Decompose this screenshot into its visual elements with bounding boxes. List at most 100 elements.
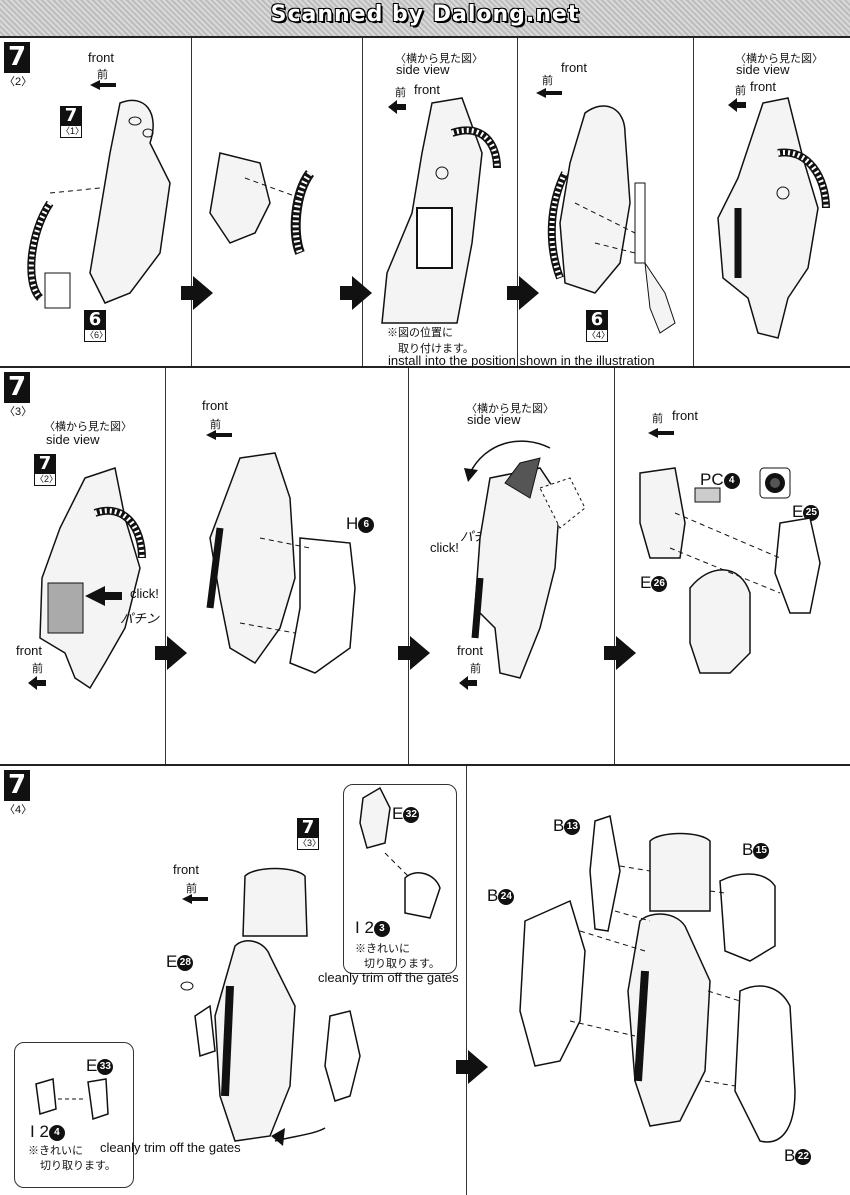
side-view-jp-label: 〈横から見た図〉 (735, 53, 823, 65)
leg-side-click-drawing (39, 467, 146, 690)
rotate-arrow-icon (464, 440, 551, 482)
side-view-jp-label: 〈横から見た図〉 (395, 53, 483, 65)
mae-label: 前 (542, 75, 553, 87)
front-arrow-icon (648, 428, 674, 438)
step-sub: 〈3〉 (4, 402, 32, 419)
armor-assembly-drawing (519, 815, 796, 1143)
click-label: click! (130, 586, 159, 601)
side-view-label: side view (46, 432, 100, 447)
click-label: click! (430, 540, 459, 555)
front-label: front (672, 408, 699, 423)
front-label: front (88, 50, 115, 65)
leg-piston-drawing (547, 105, 676, 334)
ref-step-6-6: 6〈6〉 (84, 309, 109, 342)
leg-frame-drawing (27, 99, 171, 309)
front-arrow-icon (536, 88, 562, 98)
mae-label: 前 (470, 663, 481, 675)
front-arrow-icon (90, 80, 116, 90)
banner-text: Scanned by Dalong.net (270, 2, 580, 27)
knee-rotation-drawing (471, 457, 586, 679)
front-arrow-icon (182, 894, 208, 904)
front-label: front (561, 60, 588, 75)
polycap-icon (759, 467, 791, 499)
front-label: front (457, 643, 484, 658)
front-arrow-icon (206, 430, 232, 440)
next-arrow-icon (398, 636, 430, 670)
divider (517, 38, 518, 366)
ref-step-7-1: 7〈1〉 (60, 105, 85, 138)
front-label: front (414, 82, 441, 97)
divider (693, 38, 694, 366)
side-view-drawing (381, 97, 501, 324)
note-trim-en: cleanly trim off the gates (318, 970, 459, 985)
side-view-jp-label: 〈横から見た図〉 (44, 421, 132, 433)
mae-label: 前 (395, 87, 406, 99)
next-arrow-icon (181, 276, 213, 310)
note-trim-jp-2: 切り取ります。 (364, 958, 440, 970)
front-arrow-icon (728, 98, 746, 112)
mae-label: 前 (652, 413, 663, 425)
divider (165, 368, 166, 764)
step-number: 7 (4, 42, 30, 72)
note-trim-jp-1: ※きれいに (28, 1145, 83, 1157)
gate-trim-parts-drawing (359, 786, 441, 919)
mae-label: 前 (97, 69, 108, 81)
ref-step-7-2: 7〈2〉 (34, 453, 59, 486)
divider (408, 368, 409, 764)
lower-leg-drawing (180, 867, 361, 1146)
step-sub: 〈2〉 (4, 72, 32, 89)
side-view-jp-label: 〈横から見た図〉 (466, 403, 554, 415)
step-badge: 7 〈2〉 (4, 42, 32, 89)
small-parts-drawing (35, 1078, 109, 1120)
step-badge: 7 〈3〉 (4, 372, 32, 419)
front-label: front (750, 79, 777, 94)
step-badge: 7 〈4〉 (4, 770, 32, 817)
note-position-jp-2: 取り付けます。 (398, 343, 474, 355)
mae-label: 前 (210, 419, 221, 431)
ref-step-6-4: 6〈4〉 (586, 309, 611, 342)
pachin-label: パチン (120, 611, 160, 626)
front-arrow-icon (388, 100, 406, 114)
note-trim-en: cleanly trim off the gates (100, 1140, 241, 1155)
side-view-label: side view (467, 412, 521, 427)
note-trim-jp-1: ※きれいに (355, 943, 410, 955)
scan-banner: Scanned by Dalong.net (0, 0, 850, 38)
divider (362, 38, 363, 366)
front-label: front (173, 862, 200, 877)
side-view-assembled-drawing (717, 97, 830, 339)
divider (191, 38, 192, 366)
mae-label: 前 (735, 85, 746, 97)
front-label: front (16, 643, 43, 658)
frame-outer-shell-drawing (206, 452, 356, 674)
mae-label: 前 (32, 663, 43, 675)
next-arrow-icon (456, 1050, 488, 1084)
next-arrow-icon (340, 276, 372, 310)
step-sub: 〈4〉 (4, 800, 32, 817)
section-step-7-2: 7 〈2〉 front 前 7〈1〉 6〈6〉 〈横から見た図〉 side vi… (0, 38, 850, 368)
mae-label: 前 (186, 883, 197, 895)
ref-step-7-3: 7〈3〉 (297, 817, 322, 850)
knee-parts-drawing (639, 467, 821, 674)
next-arrow-icon (155, 636, 187, 670)
step-number: 7 (4, 770, 30, 800)
note-position-en: install into the position shown in the i… (388, 353, 655, 368)
section-step-7-3: 7 〈3〉 〈横から見た図〉 side view 7〈2〉 click! パチン… (0, 368, 850, 766)
front-label: front (202, 398, 229, 413)
next-arrow-icon (604, 636, 636, 670)
divider (466, 766, 467, 1195)
side-view-label: side view (396, 62, 450, 77)
callout-e33-i2-4 (14, 1042, 134, 1188)
front-arrow-icon (459, 676, 477, 690)
